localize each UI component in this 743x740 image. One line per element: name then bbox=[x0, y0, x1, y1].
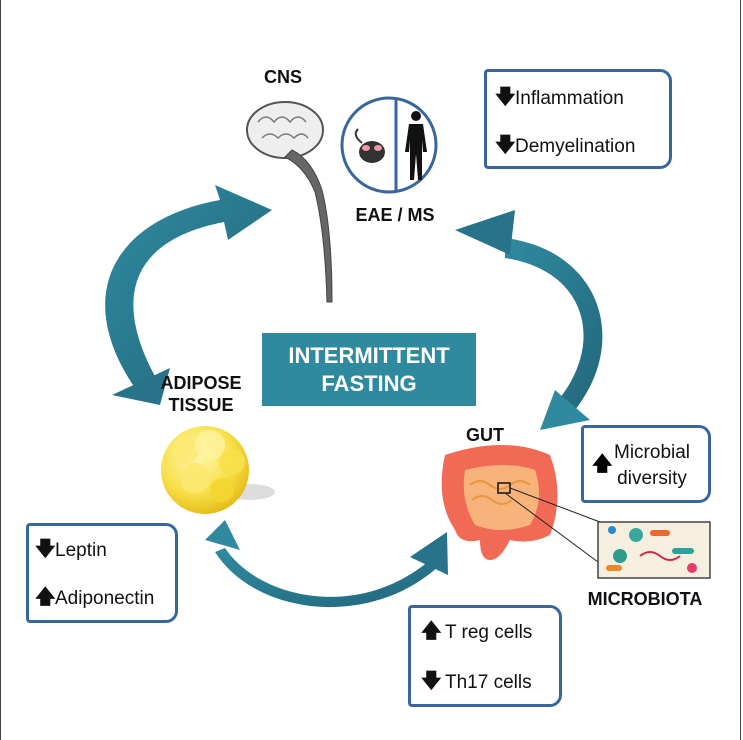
effect-text: diversity bbox=[617, 468, 687, 489]
effect-text: Microbial bbox=[614, 442, 691, 463]
cns-effects-box: 🡇Inflammation 🡇Demyelination bbox=[484, 69, 672, 169]
adipose-label-line1: ADIPOSE bbox=[160, 373, 242, 393]
arrow-up-icon: 🡅 bbox=[35, 586, 56, 608]
effect-text: Leptin bbox=[55, 540, 107, 561]
immune-effects-box: 🡅T reg cells 🡇Th17 cells bbox=[408, 605, 562, 707]
intermittent-fasting-line1: INTERMITTENT bbox=[288, 342, 450, 368]
arrow-down-icon: 🡇 bbox=[421, 670, 442, 692]
effect-text: T reg cells bbox=[445, 622, 533, 643]
arrow-adipose-gut bbox=[205, 520, 448, 608]
effect-text: Demyelination bbox=[515, 136, 636, 157]
effect-row: 🡇Leptin bbox=[35, 536, 175, 566]
adipose-tissue-icon bbox=[161, 426, 275, 514]
arrow-up-icon: 🡅 bbox=[421, 620, 442, 642]
arrow-down-icon: 🡇 bbox=[35, 538, 56, 560]
effect-row: 🡅 Microbial diversity bbox=[592, 436, 708, 496]
effect-text: Th17 cells bbox=[445, 672, 532, 693]
effect-row: 🡅Adiponectin bbox=[35, 584, 175, 614]
effect-row: 🡇Inflammation bbox=[495, 84, 669, 114]
effect-row: 🡅T reg cells bbox=[421, 618, 559, 648]
gut-label: GUT bbox=[466, 425, 504, 445]
gut-icon bbox=[441, 445, 601, 563]
cns-label: CNS bbox=[263, 67, 302, 87]
microbiota-icon bbox=[597, 521, 711, 579]
arrow-adipose-to-cns bbox=[105, 185, 272, 405]
arrow-down-icon: 🡇 bbox=[495, 134, 516, 156]
microbiota-label: MICROBIOTA bbox=[587, 589, 703, 609]
adipose-label-line2: TISSUE bbox=[168, 395, 234, 415]
arrow-down-icon: 🡇 bbox=[495, 86, 516, 108]
mouse-human-icon bbox=[340, 96, 438, 194]
brain-icon bbox=[246, 101, 333, 303]
arrow-gut-cns bbox=[455, 210, 603, 430]
gut-effects-box: 🡅 Microbial diversity bbox=[581, 425, 711, 503]
effect-row: 🡇Th17 cells bbox=[421, 668, 559, 698]
arrow-up-icon: 🡅 bbox=[592, 453, 613, 475]
adipose-tissue-label: ADIPOSE TISSUE bbox=[148, 372, 254, 416]
intermittent-fasting-line2: FASTING bbox=[321, 370, 417, 396]
intermittent-fasting-box: INTERMITTENT FASTING bbox=[262, 333, 476, 406]
effect-row: 🡇Demyelination bbox=[495, 132, 669, 162]
eae-ms-label: EAE / MS bbox=[355, 205, 435, 225]
effect-text: Adiponectin bbox=[55, 588, 155, 609]
adipose-effects-box: 🡇Leptin 🡅Adiponectin bbox=[26, 523, 178, 623]
effect-text: Inflammation bbox=[515, 88, 624, 109]
